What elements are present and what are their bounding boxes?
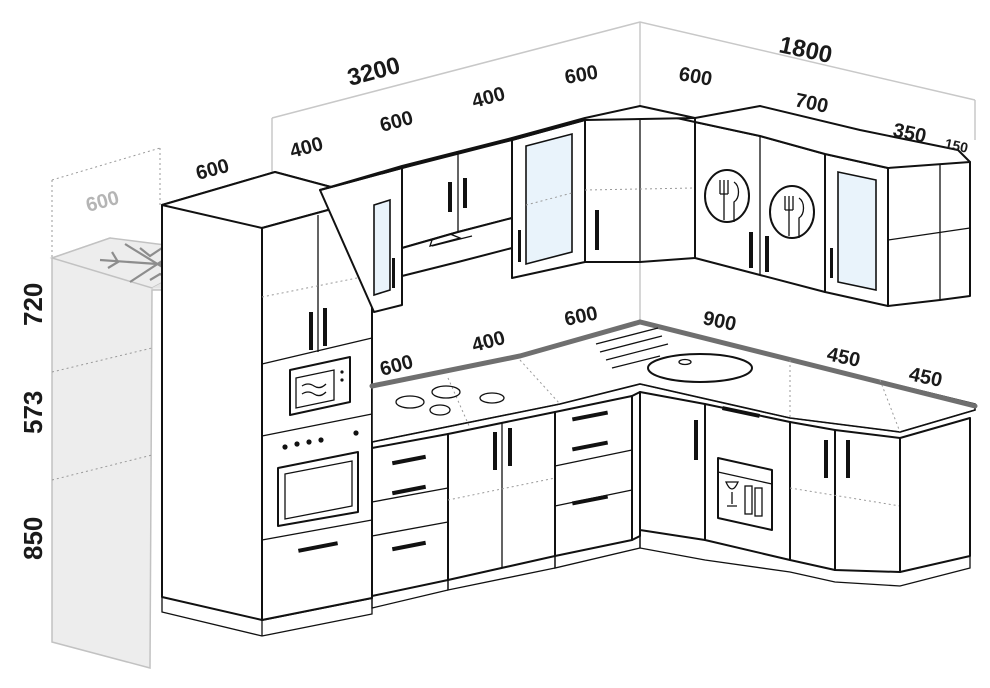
- dim-ghost-top: 600: [84, 187, 122, 217]
- dim-height-upper: 720: [18, 283, 48, 326]
- dim-tall-column-top: 600: [194, 155, 232, 185]
- door-handle: [595, 210, 599, 250]
- drawer-handle: [391, 540, 427, 552]
- drawer-handle: [391, 484, 427, 496]
- dim-upper-right-1: 600: [677, 63, 714, 90]
- door-handle: [493, 432, 497, 470]
- countertop: [369, 319, 978, 443]
- door-handle: [824, 440, 828, 478]
- dim-upper-left-2: 600: [378, 107, 416, 137]
- microwave-icon: [289, 356, 351, 416]
- tall-column: [161, 171, 373, 637]
- upper-cabinets-left: [319, 105, 696, 313]
- door-handle: [392, 258, 395, 288]
- door-handle: [309, 312, 313, 350]
- door-handle: [749, 232, 753, 268]
- hob-icon: [395, 385, 505, 416]
- dim-upper-left-3: 400: [470, 83, 508, 113]
- dim-upper-right-2: 700: [793, 89, 830, 117]
- dim-upper-left-1: 400: [288, 133, 326, 163]
- sink-icon: [595, 327, 753, 383]
- dim-counter-left-2: 400: [470, 327, 508, 357]
- door-handle: [694, 420, 698, 460]
- dim-height-base: 850: [18, 517, 48, 560]
- oven-icon: [277, 430, 359, 527]
- dishwasher-icon: [717, 457, 773, 531]
- base-cabinets-left: [371, 391, 641, 609]
- dim-upper-left-4: 600: [563, 61, 600, 88]
- plate-cutlery-icon: [769, 185, 815, 239]
- drawer-handle: [297, 541, 339, 553]
- door-handle: [448, 182, 452, 212]
- door-handle: [508, 428, 512, 466]
- drawer-handle: [571, 410, 609, 422]
- door-handle: [323, 308, 327, 346]
- base-cabinets-right: [639, 391, 971, 587]
- dim-height-middle: 573: [18, 391, 48, 434]
- drawer-handle: [391, 454, 427, 466]
- drawer-handle: [571, 440, 609, 452]
- drawer-handle: [571, 494, 609, 506]
- door-handle: [765, 236, 769, 272]
- door-handle: [830, 248, 833, 278]
- dim-upper-right-4: 150: [943, 135, 969, 156]
- upper-cabinets-right: [694, 105, 971, 307]
- door-handle: [846, 440, 850, 478]
- dim-counter-left-3: 600: [562, 302, 599, 330]
- door-handle: [463, 178, 467, 208]
- dim-total-right: 1800: [777, 31, 835, 69]
- dishwasher-handle: [721, 406, 761, 418]
- dim-counter-right-3: 450: [907, 363, 944, 391]
- dim-counter-right-1: 900: [701, 307, 738, 335]
- plate-cutlery-icon: [704, 169, 750, 223]
- door-handle: [518, 230, 521, 262]
